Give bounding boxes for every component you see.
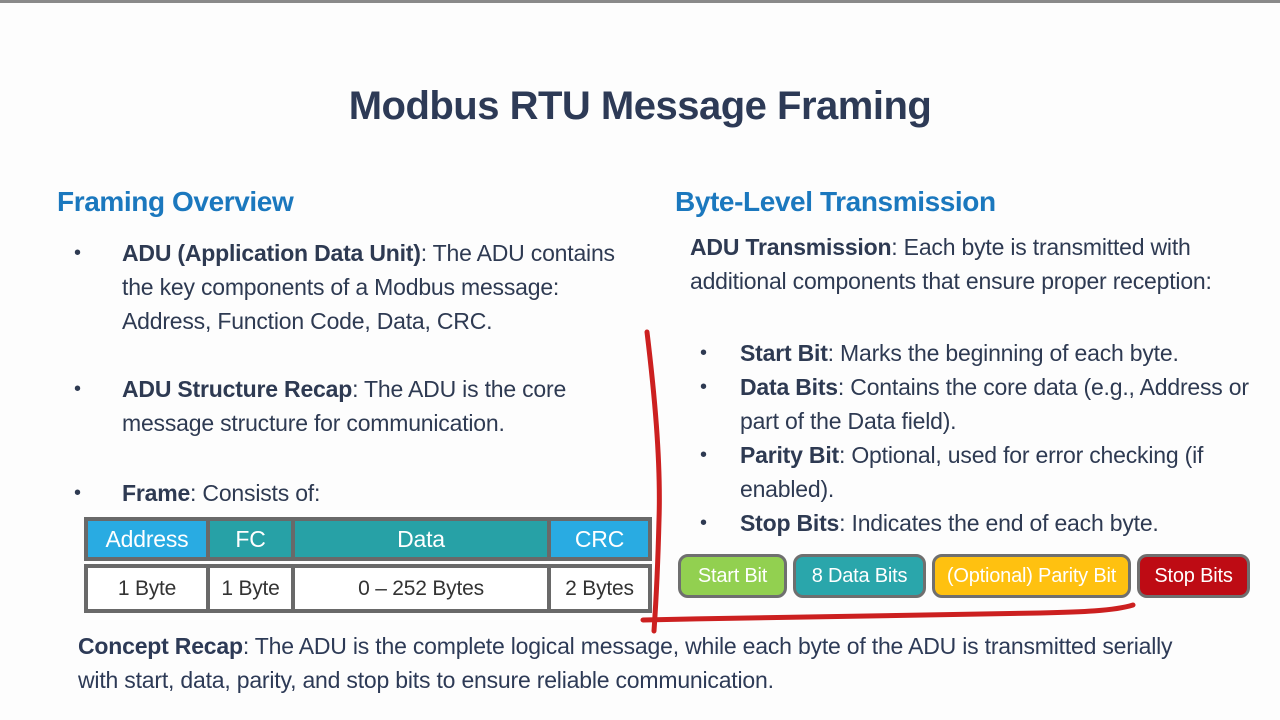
- frame-table-header-cell: Address: [88, 521, 206, 557]
- paragraph-text: : The ADU is the complete logical messag…: [78, 633, 1173, 693]
- frame-table-value-cell: 0 – 252 Bytes: [295, 568, 547, 609]
- bullet-item: • Parity Bit: Optional, used for error c…: [700, 438, 1270, 506]
- bullet-icon: •: [700, 376, 707, 398]
- frame-table-header-cell: CRC: [551, 521, 648, 557]
- bullet-item: • Stop Bits: Indicates the end of each b…: [700, 506, 1270, 540]
- bullet-icon: •: [700, 444, 707, 466]
- bit-box-stop: Stop Bits: [1137, 554, 1250, 598]
- bullet-lead: Frame: [122, 480, 191, 506]
- frame-table-value-cell: 1 Byte: [210, 568, 291, 609]
- bullet-lead: ADU (Application Data Unit): [122, 240, 421, 266]
- page-title: Modbus RTU Message Framing: [348, 84, 932, 128]
- bullet-item: • Start Bit: Marks the beginning of each…: [700, 336, 1270, 370]
- framing-overview-heading: Framing Overview: [57, 186, 294, 217]
- paragraph-lead: ADU Transmission: [690, 234, 892, 260]
- bullet-text: : Contains the core data (e.g., Address …: [740, 374, 1249, 434]
- bullet-icon: •: [700, 342, 707, 364]
- bullet-text: : The ADU is the core message structure …: [122, 376, 567, 436]
- bullet-lead: Data Bits: [740, 374, 838, 400]
- adu-transmission-paragraph: ADU Transmission: Each byte is transmitt…: [690, 230, 1265, 298]
- bullet-text: : Marks the beginning of each byte.: [827, 340, 1179, 366]
- bullet-icon: •: [74, 242, 81, 264]
- bullet-item: • Data Bits: Contains the core data (e.g…: [700, 370, 1270, 438]
- byte-bit-boxes: Start Bit 8 Data Bits (Optional) Parity …: [678, 554, 1250, 598]
- bullet-lead: ADU Structure Recap: [122, 376, 353, 402]
- bullet-icon: •: [74, 378, 81, 400]
- frame-table-value-cell: 1 Byte: [88, 568, 206, 609]
- paragraph-lead: Concept Recap: [78, 633, 243, 659]
- frame-table-header-cell: Data: [295, 521, 547, 557]
- bullet-lead: Start Bit: [740, 340, 828, 366]
- bullet-text: : Consists of:: [190, 480, 321, 506]
- paragraph-text: : Each byte is transmitted with addition…: [690, 234, 1212, 294]
- byte-level-heading: Byte-Level Transmission: [675, 186, 996, 217]
- bullet-item: • ADU (Application Data Unit): The ADU c…: [74, 236, 622, 338]
- bullet-item: • ADU Structure Recap: The ADU is the co…: [74, 372, 622, 440]
- frame-table-header-row: Address FC Data CRC: [84, 517, 652, 561]
- bullet-lead: Parity Bit: [740, 442, 839, 468]
- bullet-text: : The ADU contains the key components of…: [122, 240, 615, 334]
- bit-box-data: 8 Data Bits: [793, 554, 926, 598]
- red-horizontal-line: [640, 602, 1136, 623]
- bullet-icon: •: [74, 482, 81, 504]
- bit-box-start: Start Bit: [678, 554, 787, 598]
- frame-table-header-cell: FC: [210, 521, 291, 557]
- bullet-text: : Optional, used for error checking (if …: [740, 442, 1204, 502]
- frame-table-value-row: 1 Byte 1 Byte 0 – 252 Bytes 2 Bytes: [84, 564, 652, 613]
- bullet-text: : Indicates the end of each byte.: [839, 510, 1159, 536]
- frame-table-value-cell: 2 Bytes: [551, 568, 648, 609]
- bit-box-parity: (Optional) Parity Bit: [932, 554, 1131, 598]
- bullet-item: • Frame: Consists of:: [74, 476, 622, 510]
- top-border-bar: [0, 0, 1280, 3]
- bullet-lead: Stop Bits: [740, 510, 840, 536]
- concept-recap-paragraph: Concept Recap: The ADU is the complete l…: [78, 629, 1193, 697]
- bullet-icon: •: [700, 512, 707, 534]
- adu-frame-table: Address FC Data CRC 1 Byte 1 Byte 0 – 25…: [84, 517, 652, 613]
